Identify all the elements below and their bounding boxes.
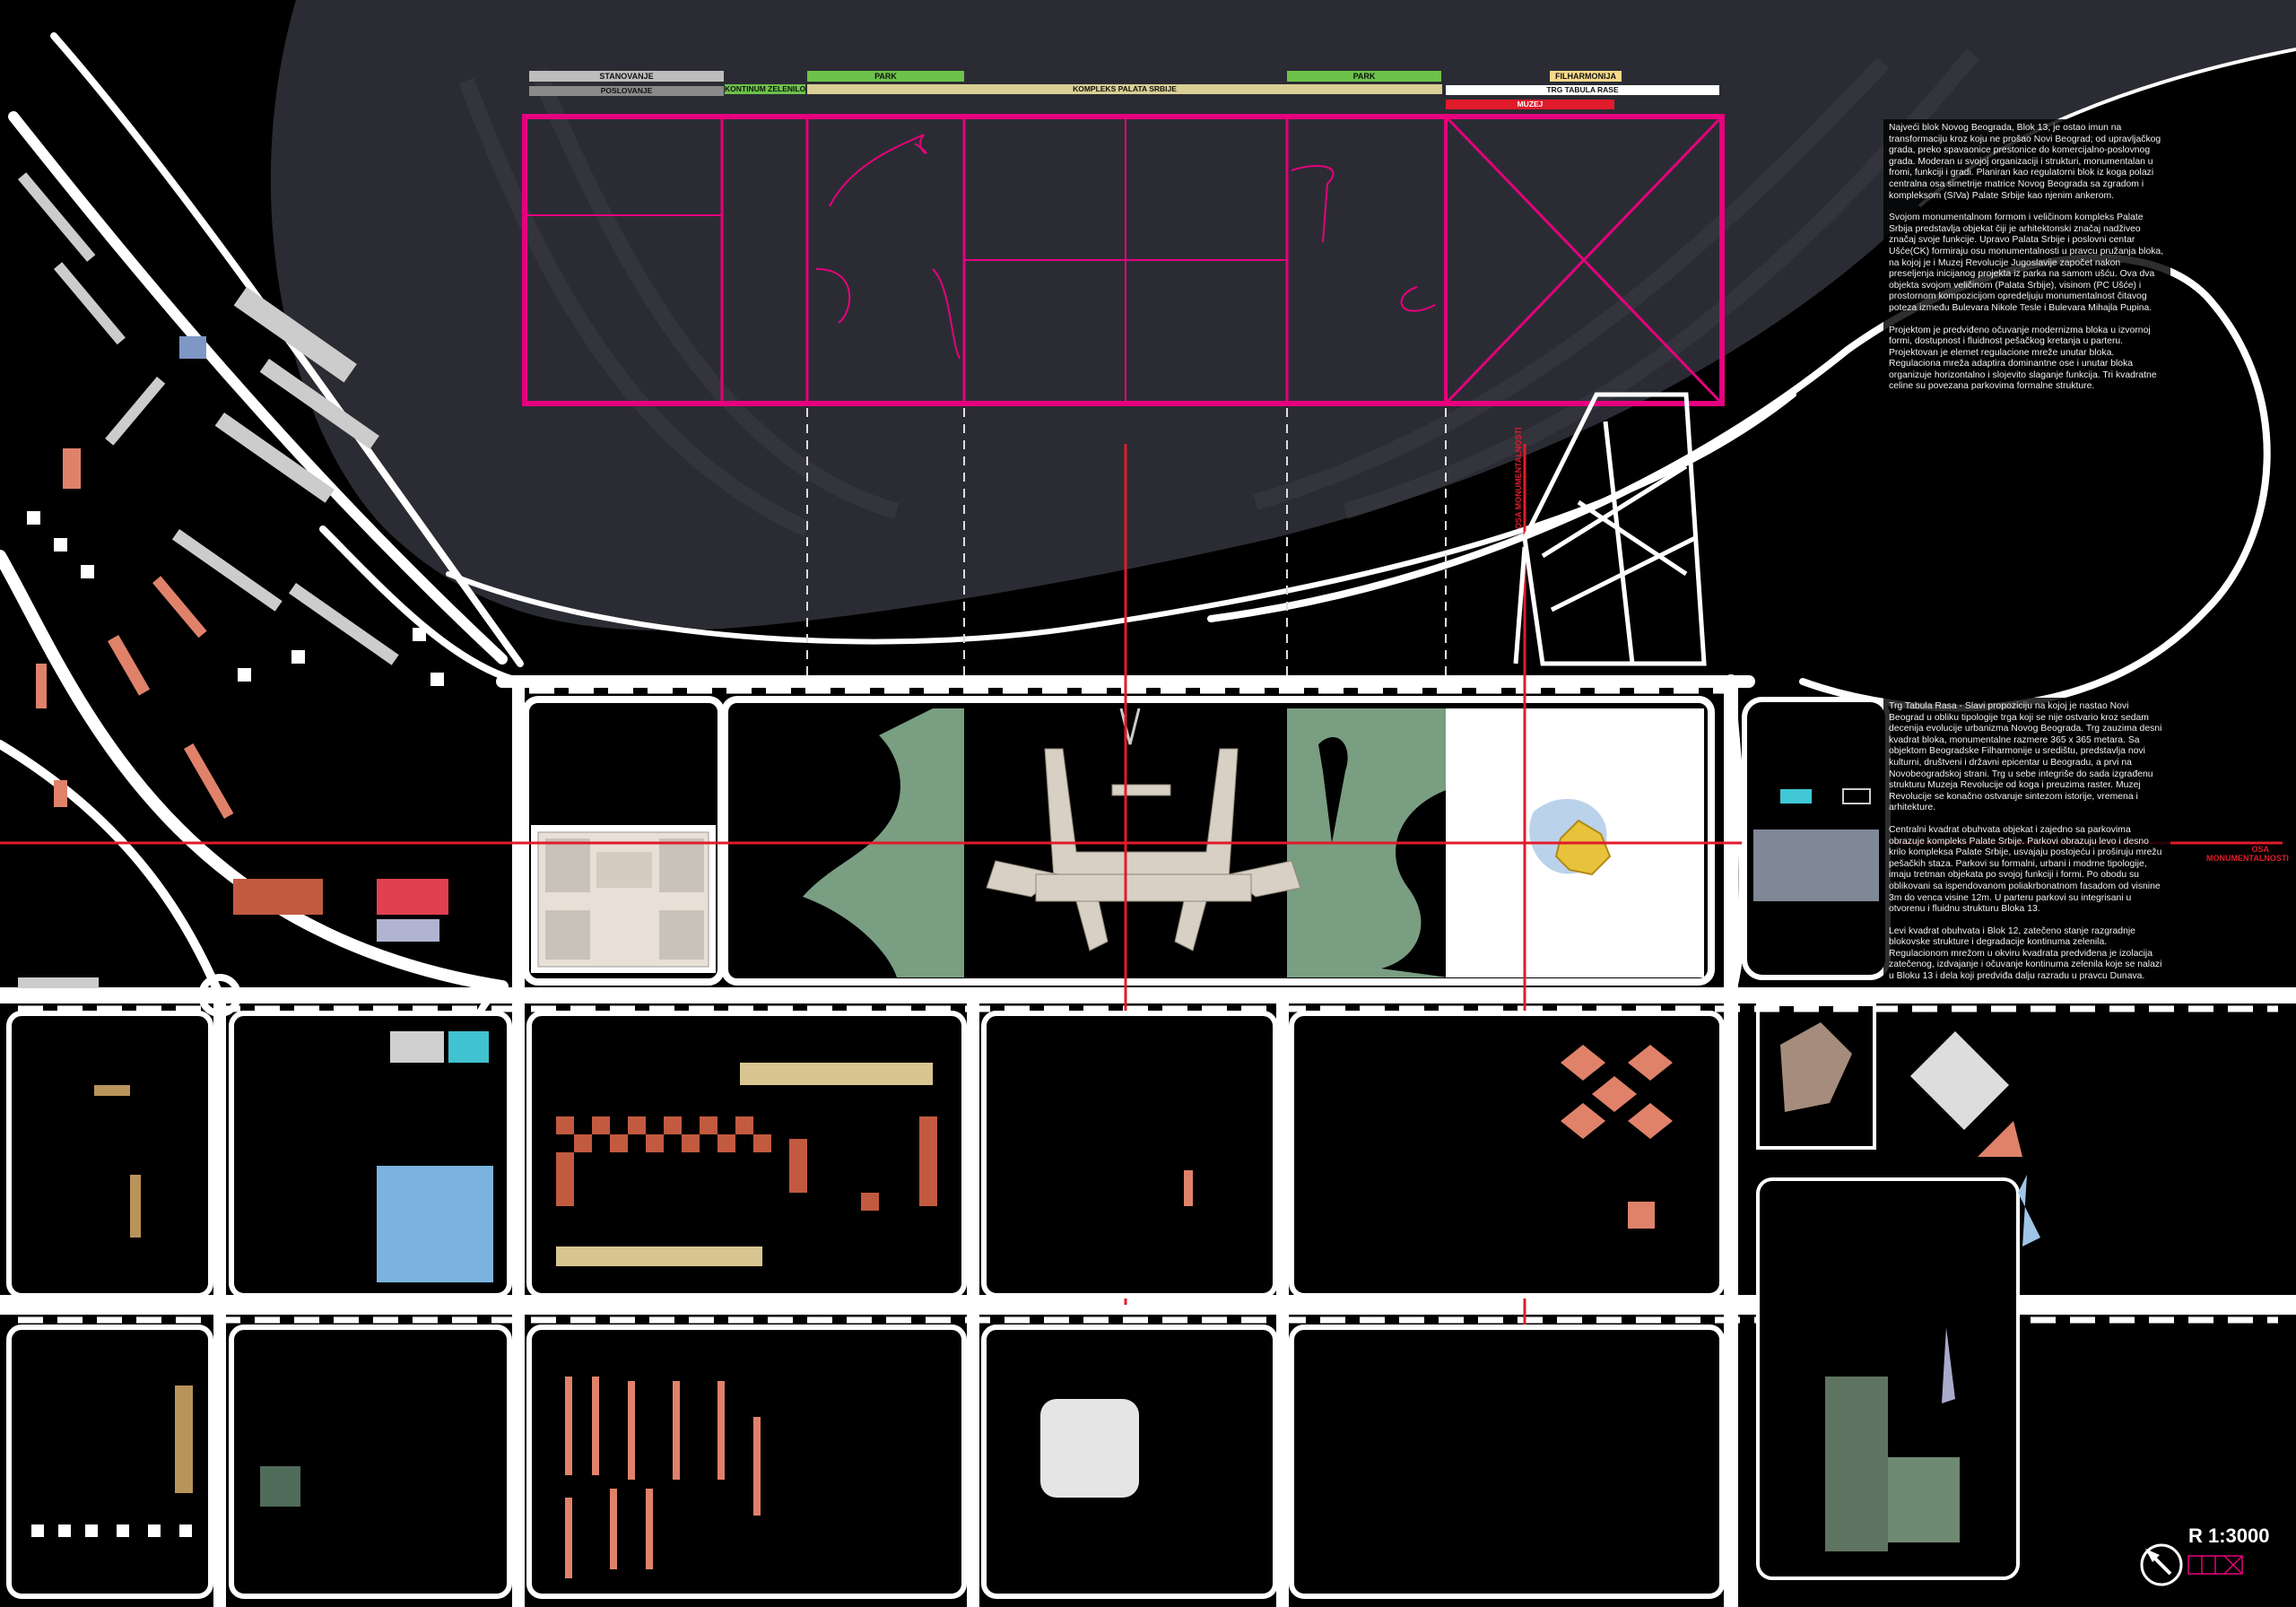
projection-lines [806, 408, 1447, 682]
right-blocks [1742, 697, 2040, 1580]
filharmonija [1554, 819, 1612, 876]
legend-trg: TRG TABULA RASE [1446, 85, 1719, 95]
description-top-p3: Projektom je predviđeno očuvanje moderni… [1889, 325, 2157, 392]
housing-rows [556, 1116, 937, 1211]
legend-kontinum: KONTINUM ZELENILO [725, 84, 805, 94]
blok-12-buildings [18, 172, 448, 988]
legend-kompleks: KOMPLEKS PALATA SRBIJE [807, 84, 1442, 94]
legend-poslovanje: POSLOVANJE [529, 86, 724, 96]
legend-stanovanje: STANOVANJE [529, 71, 724, 82]
legend-muzej: MUZEJ [1446, 100, 1614, 109]
description-bottom-p2: Centralni kvadrat obuhvata objekat i zaj… [1889, 824, 2162, 915]
entrance-marker [1119, 708, 1141, 745]
legend-filharmonija: FILHARMONIJA [1550, 71, 1622, 82]
axis-label-vertical: OSA MONUMENTALNOSTI [1514, 427, 1523, 530]
legend-park-left: PARK [807, 71, 964, 82]
river-texture [458, 48, 1979, 537]
palata-srbije [986, 748, 1301, 951]
small-pavilions [27, 511, 444, 1537]
description-bottom-p3: Levi kvadrat obuhvata i Blok 12, zatečen… [1889, 925, 2162, 982]
description-top: Najveći blok Novog Beograda, Blok 13, je… [1883, 119, 2170, 400]
logo-icon [2187, 1555, 2243, 1575]
park-right-pond [1381, 789, 1448, 977]
road-dashes [18, 687, 2278, 1324]
road-network [0, 32, 2296, 1607]
axis-label-horizontal: OSA MONUMENTALNOSTI [2206, 845, 2289, 863]
description-bottom-p1: Trg Tabula Rasa - Slavi propoziciju na k… [1889, 701, 2162, 813]
description-bottom: Trg Tabula Rasa - Slavi propoziciju na k… [1883, 698, 2170, 981]
ladder-housing [565, 1377, 761, 1578]
park-left-pond [803, 708, 933, 897]
roundabout [198, 974, 241, 1017]
description-top-p2: Svojom monumentalnom formom i veličinom … [1889, 213, 2164, 313]
hotel-building [1780, 1022, 1852, 1112]
legend-park-right: PARK [1287, 71, 1441, 82]
regulatory-grid [522, 114, 1725, 406]
southern-buildings [94, 1031, 1673, 1507]
scale-label: R 1:3000 [2188, 1524, 2270, 1547]
left-block-buildings [531, 825, 716, 973]
north-arrow-icon [2140, 1543, 2183, 1586]
description-top-p1: Najveći blok Novog Beograda, Blok 13, je… [1889, 123, 2161, 201]
usce-park-paths [1513, 392, 1707, 666]
